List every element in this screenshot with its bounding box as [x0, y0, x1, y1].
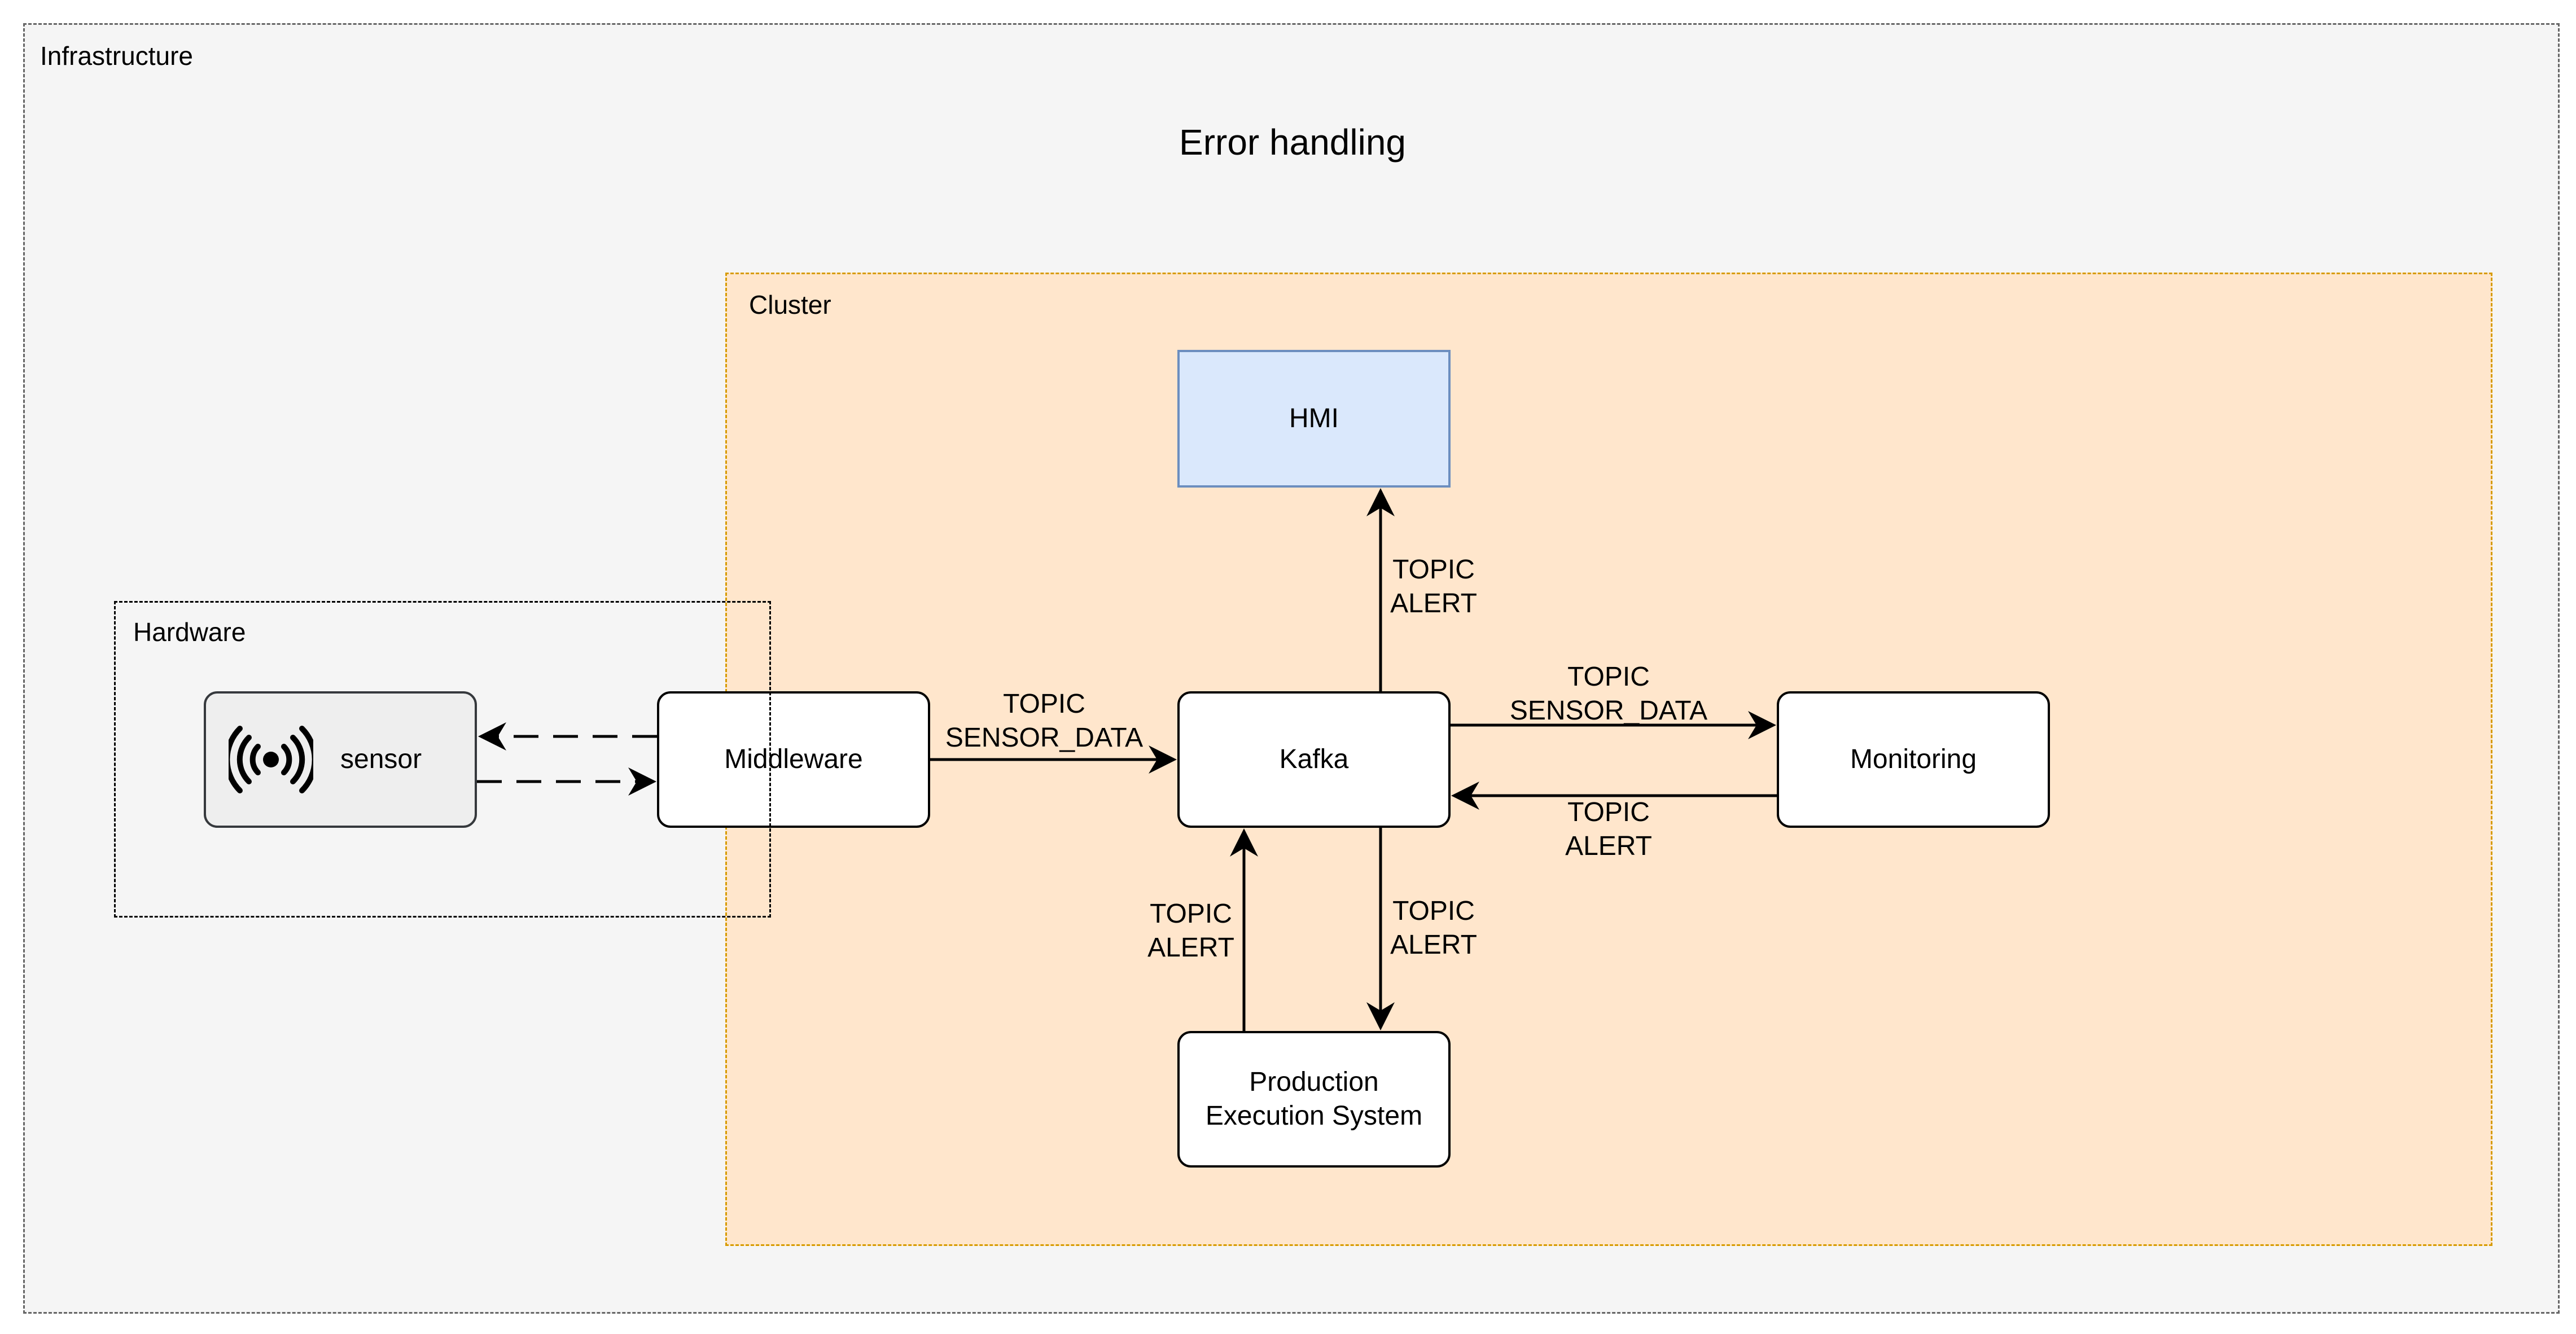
cluster-label: Cluster: [749, 290, 831, 319]
monitoring-label: Monitoring: [1850, 744, 1977, 774]
middleware-kafka-edge-label: TOPIC SENSOR_DATA: [945, 689, 1144, 753]
kafka-monitoring-edge-label: TOPIC SENSOR_DATA: [1509, 662, 1708, 726]
sensor-label: sensor: [340, 744, 422, 774]
hmi-label: HMI: [1289, 403, 1339, 433]
kafka-pes-edge-label: TOPIC ALERT: [1390, 896, 1477, 960]
hardware-label: Hardware: [133, 617, 246, 647]
monitoring-node[interactable]: Monitoring: [1777, 691, 2050, 828]
middleware-node[interactable]: Middleware: [657, 691, 930, 828]
pes-kafka-edge-label: TOPIC ALERT: [1147, 899, 1234, 963]
middleware-label: Middleware: [724, 744, 863, 774]
wireless-signal-icon: [229, 726, 313, 793]
kafka-node[interactable]: Kafka: [1177, 691, 1451, 828]
hmi-node[interactable]: HMI: [1177, 350, 1451, 488]
kafka-hmi-edge-label: TOPIC ALERT: [1390, 555, 1477, 618]
sensor-node[interactable]: sensor: [204, 691, 477, 828]
monitoring-kafka-edge-label: TOPIC ALERT: [1565, 797, 1652, 861]
production-execution-system-label: Production Execution System: [1205, 1067, 1423, 1131]
infrastructure-label: Infrastructure: [40, 41, 193, 71]
production-execution-system-node[interactable]: Production Execution System: [1177, 1031, 1451, 1168]
hardware-region: [114, 601, 771, 918]
kafka-label: Kafka: [1279, 744, 1349, 774]
diagram-title: Error handling: [1179, 122, 1406, 163]
